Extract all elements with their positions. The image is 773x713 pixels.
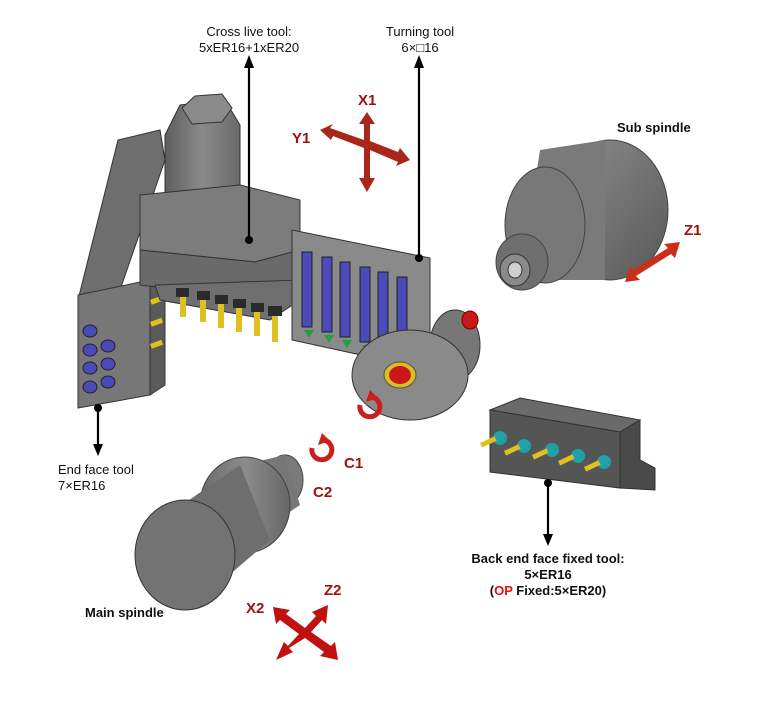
c1-rotation-icon [357, 390, 383, 420]
back-end-face-tool-block [479, 397, 656, 491]
cross-live-drills [176, 288, 282, 342]
axis-c1-label: C1 [344, 455, 364, 472]
end-face-tool-title: End face tool [58, 462, 134, 477]
axis-z1-label: Z1 [684, 222, 702, 239]
sub-spindle-label: Sub spindle [617, 120, 691, 135]
cross-live-tool-spec: 5xER16+1xER20 [198, 40, 300, 55]
cross-live-tool-assembly [77, 93, 301, 409]
axis-z2-label: Z2 [324, 582, 342, 599]
sub-spindle [495, 139, 669, 291]
axis-y1-label: Y1 [292, 130, 311, 147]
end-face-tool-holes [82, 324, 116, 394]
c2-rotation-icon [309, 433, 335, 463]
op-badge: OP [494, 583, 513, 598]
turning-tool-title: Turning tool [385, 24, 455, 39]
main-spindle [134, 454, 304, 611]
back-end-drills [479, 431, 611, 472]
z1-arrow-icon [625, 242, 680, 282]
cross-live-tool-label: Cross live tool: 5xER16+1xER20 [199, 24, 299, 56]
turning-tool-spec: 6×□16 [401, 40, 439, 55]
turning-tool-holders [301, 251, 409, 363]
end-face-tool-spec: 7×ER16 [58, 478, 106, 493]
op-fixed-spec: Fixed:5×ER20) [512, 583, 607, 598]
back-end-face-fixed-tool-label: Back end face fixed tool: 5×ER16 (OP Fix… [471, 551, 624, 599]
x2-z2-arrow-icon [273, 605, 338, 660]
turret-disc [351, 309, 481, 421]
cross-live-tool-title: Cross live tool: [206, 24, 292, 39]
back-end-tool-op-spec: (OP Fixed:5×ER20) [471, 583, 624, 599]
main-spindle-label: Main spindle [85, 605, 164, 620]
x1-y1-arrow-icon [320, 112, 410, 192]
back-end-tool-spec: 5×ER16 [524, 567, 572, 582]
leader-lines [93, 55, 553, 546]
axis-x2-label: X2 [246, 600, 265, 617]
axis-c2-label: C2 [313, 484, 333, 501]
end-face-tool-label: End face tool 7×ER16 [58, 462, 134, 494]
turning-tool-label: Turning tool 6×□16 [386, 24, 454, 56]
paren-open: ( [489, 583, 495, 598]
axis-x1-label: X1 [358, 92, 377, 109]
back-end-tool-title: Back end face fixed tool: [471, 551, 625, 566]
